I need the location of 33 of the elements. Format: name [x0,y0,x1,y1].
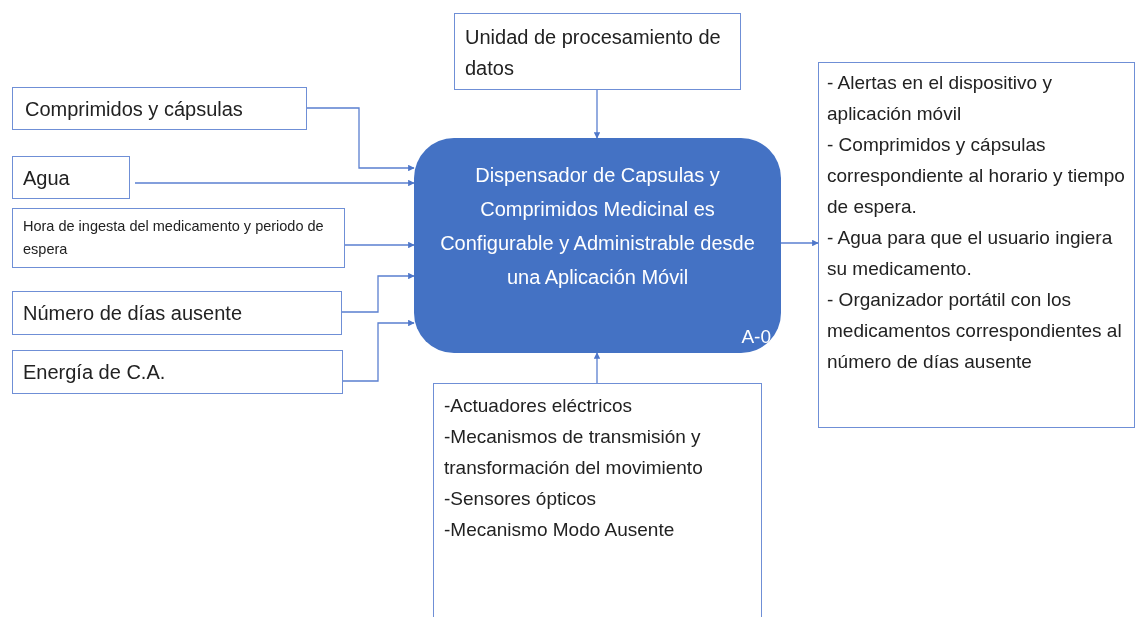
arrow [341,272,415,313]
box-label: Unidad de procesamiento de datos [465,25,722,81]
arrow [342,319,415,382]
process-box [454,13,741,90]
box-label: Número de días ausente [23,301,244,326]
input-box [12,156,130,199]
input-box [12,208,345,268]
arrow [780,239,819,247]
box-label: Energía de C.A. [23,360,167,385]
input-box [12,291,342,335]
diagram-code: A-0 [741,325,771,349]
list-item: - Alertas en el dispositivo y aplicación móvil [827,71,1053,126]
arrow [306,107,415,172]
list-item: -Sensores ópticos [444,487,598,511]
input-box [12,350,343,394]
arrow [593,89,601,139]
box-label: Hora de ingesta del medicamento y periodo de espera [23,217,325,259]
function-title: Dispensador de Capsulas y Comprimidos Medicinal es Configurable y Administrable desde una Aplicación Móvil [439,163,756,290]
mechanism-box [433,383,762,617]
list-item: -Actuadores eléctricos [444,394,633,418]
function-box [414,138,781,353]
list-item: -Mecanismos de transmisión y transformación del movimiento [444,425,704,480]
arrow [134,179,415,187]
list-item: - Comprimidos y cápsulas correspondiente al horario y tiempo de espera. [827,133,1126,219]
box-label: Comprimidos y cápsulas [25,97,244,122]
list-item: - Organizador portátil con los medicamentos correspondientes al número de días ausente [827,288,1123,374]
output-box [818,62,1135,428]
list-item: -Mecanismo Modo Ausente [444,518,676,542]
arrow [593,352,601,384]
arrow [344,241,415,249]
input-box [12,87,307,130]
box-label: Agua [23,166,71,191]
list-item: - Agua para que el usuario ingiera su medicamento. [827,226,1114,281]
